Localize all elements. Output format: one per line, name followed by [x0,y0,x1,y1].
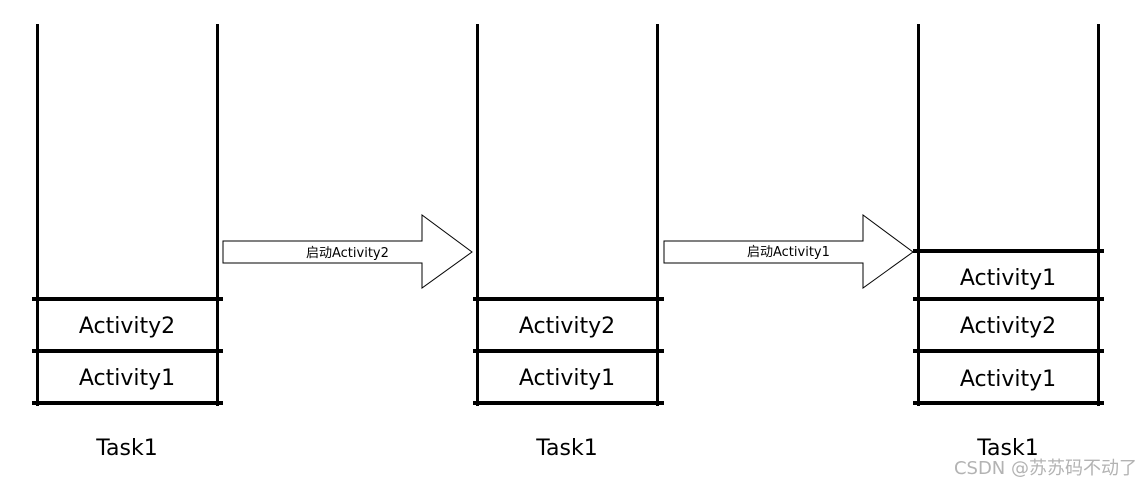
csdn-watermark: CSDN @苏苏码不动了 [953,458,1137,479]
stack-3-upper-divider [913,297,1104,301]
stack-2-bottom-divider [473,401,664,405]
stack-2-activity-2: Activity1 [518,366,616,391]
stack-2-right-rail [656,24,659,406]
stack-2-middle-divider [473,349,664,353]
stack-3-right-rail [1097,24,1100,406]
stack-2-top-divider [473,297,664,301]
stack-1-bottom-divider [32,401,223,405]
stack-1-middle-divider [32,349,223,353]
stack-3-task-label: Task1 [977,436,1039,461]
stack-1-right-rail [216,24,219,406]
stack-3-activity-2: Activity2 [959,314,1057,339]
stack-3-bottom-divider [913,401,1104,405]
stack-1-left-rail [36,24,39,406]
stack-1-activity-2: Activity1 [78,366,176,391]
stack-3-activity-1: Activity1 [959,266,1057,291]
stack-3-activity-3: Activity1 [959,367,1057,392]
stack-2-task-label: Task1 [536,436,598,461]
start-activity1-arrow: 启动Activity1 [663,214,914,289]
arrow-2-shape [663,214,914,289]
stack-2-activity-1: Activity2 [518,314,616,339]
arrow-2-label: 启动Activity1 [747,245,830,260]
stack-1-activity-1: Activity2 [78,314,176,339]
arrow-1-shape [222,214,473,289]
stack-1-top-divider [32,297,223,301]
start-activity2-arrow: 启动Activity2 [222,214,473,289]
stack-1-task-label: Task1 [96,436,158,461]
stack-2-left-rail [476,24,479,406]
stack-3-lower-divider [913,349,1104,353]
arrow-1-label: 启动Activity2 [306,246,389,261]
stack-3-left-rail [917,24,920,406]
stack-3-top-divider [913,249,1104,253]
